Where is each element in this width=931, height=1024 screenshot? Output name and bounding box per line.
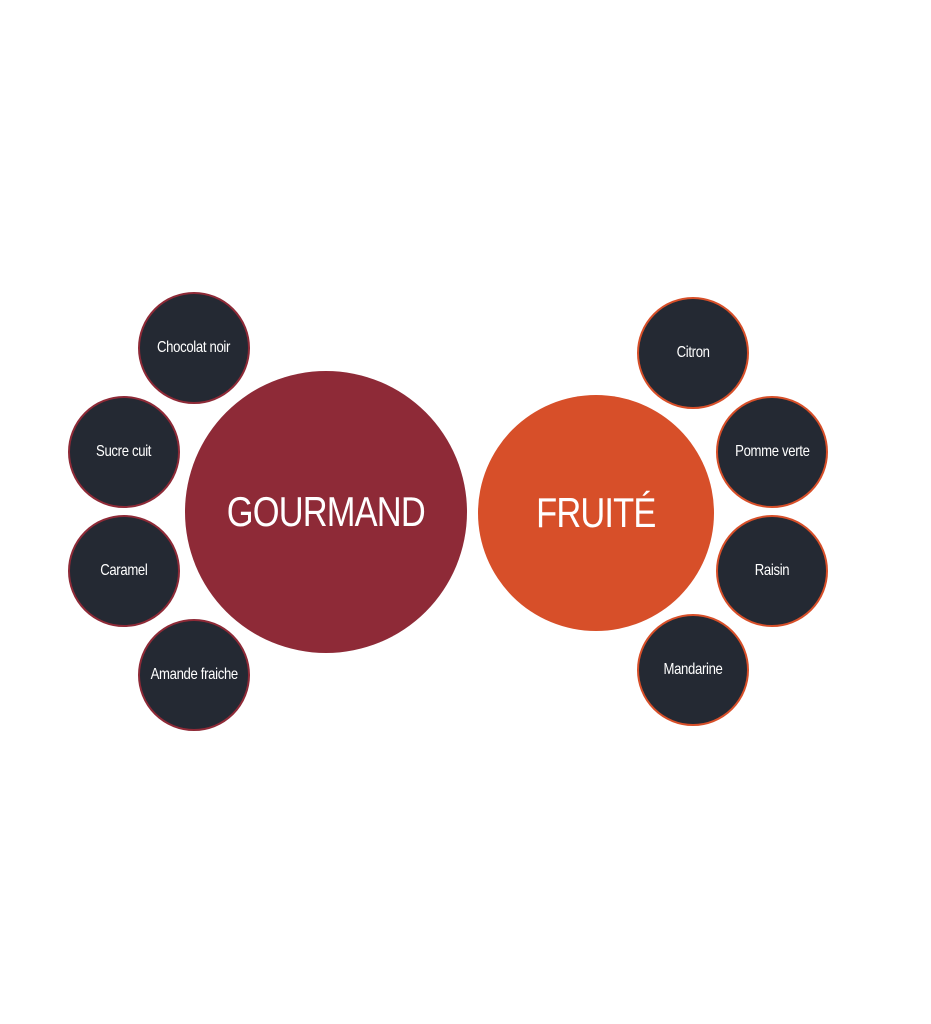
gourmand-item-bubble: Amande fraiche xyxy=(138,619,250,731)
gourmand-item-label: Caramel xyxy=(100,562,148,579)
fruite-item-label: Citron xyxy=(676,344,710,361)
gourmand-item-bubble: Caramel xyxy=(68,515,180,627)
fruite-item-bubble: Citron xyxy=(637,297,749,409)
gourmand-item-bubble: Sucre cuit xyxy=(68,396,180,508)
gourmand-item-label: Amande fraiche xyxy=(150,666,238,683)
gourmand-item-label: Sucre cuit xyxy=(96,443,152,460)
fruite-item-label: Raisin xyxy=(754,562,790,579)
fruite-item-bubble: Pomme verte xyxy=(716,396,828,508)
fruite-item-bubble: Raisin xyxy=(716,515,828,627)
fruite-item-label: Pomme verte xyxy=(734,443,810,460)
gourmand-item-bubble: Chocolat noir xyxy=(138,292,250,404)
fruite-label: FRUITÉ xyxy=(536,489,656,536)
gourmand-main-bubble: GOURMAND xyxy=(185,371,467,653)
gourmand-item-label: Chocolat noir xyxy=(157,339,231,356)
fruite-item-bubble: Mandarine xyxy=(637,614,749,726)
fruite-item-label: Mandarine xyxy=(663,661,723,678)
fruite-main-bubble: FRUITÉ xyxy=(478,395,714,631)
gourmand-label: GOURMAND xyxy=(226,488,426,535)
